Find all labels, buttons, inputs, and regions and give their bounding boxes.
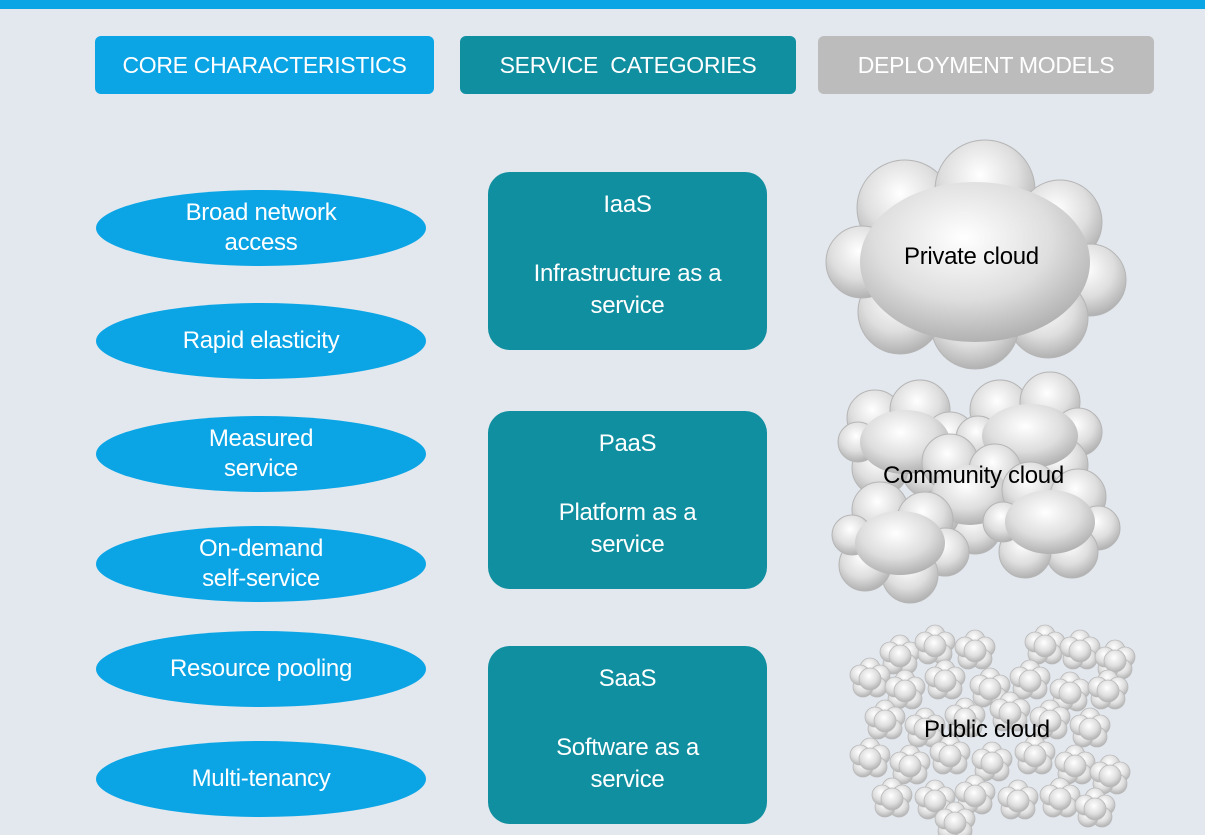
service-saas-name: SaaS (598, 665, 657, 692)
service-saas: SaaS Software as a service (488, 646, 767, 824)
private-cloud-icon (825, 139, 1127, 370)
characteristic-resource-pooling: Resource pooling (96, 631, 426, 707)
characteristic-rapid-elasticity: Rapid elasticity (96, 303, 426, 379)
service-paas: PaaS Platform as a service (488, 411, 767, 589)
service-iaas-name: IaaS (603, 191, 652, 218)
characteristic-on-demand-self-service: On-demand self-service (96, 526, 426, 602)
service-saas-description: Software as a service (556, 734, 699, 793)
service-paas-description: Platform as a service (558, 499, 697, 558)
characteristic-measured-service: Measured service (96, 416, 426, 492)
characteristic-broad-network-access: Broad network access (96, 190, 426, 266)
community-cloud-icon (831, 371, 1121, 604)
characteristic-multi-tenancy: Multi-tenancy (96, 741, 426, 817)
deployment-public-cloud-label: Public cloud (924, 716, 1050, 743)
header-service-categories: SERVICE CATEGORIES (460, 36, 796, 94)
header-deployment-models: DEPLOYMENT MODELS (818, 36, 1154, 94)
deployment-private-cloud-label: Private cloud (904, 243, 1039, 270)
header-core-characteristics: CORE CHARACTERISTICS (95, 36, 434, 94)
service-iaas: IaaS Infrastructure as a service (488, 172, 767, 350)
service-iaas-description: Infrastructure as a service (533, 260, 722, 319)
deployment-community-cloud-label: Community cloud (883, 462, 1064, 489)
service-paas-name: PaaS (598, 430, 657, 457)
top-accent-bar (0, 0, 1205, 9)
